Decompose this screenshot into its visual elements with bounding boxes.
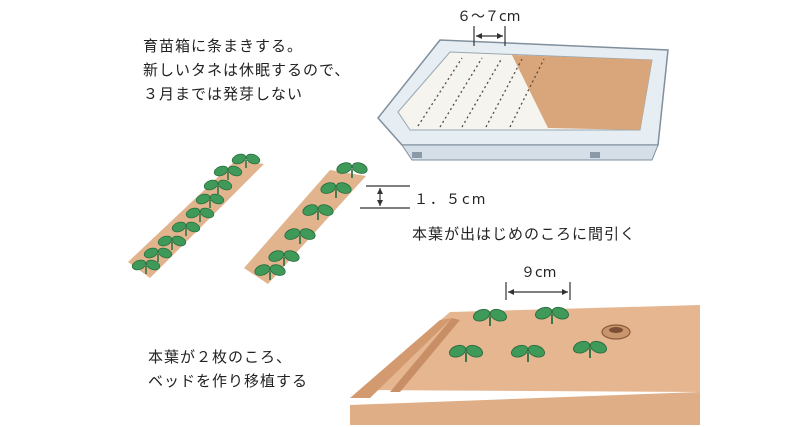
thinning-spacing-label: １．５cm	[414, 192, 488, 208]
seedling-icon	[157, 235, 187, 250]
bed-spacing-label: ９cm	[521, 265, 557, 281]
step2-caption: 本葉が出はじめのころに間引く	[412, 225, 637, 243]
step1-line-3: ３月までは発芽しない	[143, 85, 304, 103]
seedling-icon	[171, 221, 201, 236]
row-seedlings-right	[254, 162, 368, 280]
seedling-icon	[511, 344, 545, 362]
thinning-rows	[128, 160, 410, 284]
tray-spacing-label: ６～７cm	[457, 9, 521, 25]
step3-line-2: ベッドを作り移植する	[148, 372, 309, 390]
step3-caption: 本葉が２枚のころ、 ベッドを作り移植する	[148, 345, 308, 393]
seedling-icon	[573, 340, 607, 358]
seedling-icon	[336, 162, 368, 178]
row-seedlings-left	[131, 153, 261, 274]
seedling-icon	[449, 344, 483, 362]
seedling-icon	[213, 165, 243, 180]
seedling-icon	[284, 228, 316, 244]
seedling-tray	[377, 26, 669, 161]
seedling-icon	[473, 308, 507, 326]
seedling-icon	[302, 204, 334, 220]
step1-caption: 育苗箱に条まきする。 新しいタネは休眠するので、 ３月までは発芽しない	[143, 34, 350, 106]
step1-line-2: 新しいタネは休眠するので、	[143, 61, 351, 79]
seedling-icon	[254, 264, 286, 280]
seedling-icon	[268, 250, 300, 266]
seedling-icon	[131, 259, 161, 274]
seedling-icon	[195, 193, 225, 208]
step3-line-1: 本葉が２枚のころ、	[148, 348, 293, 366]
seedling-icon	[535, 306, 569, 324]
seedling-icon	[203, 179, 233, 194]
seedling-icon	[185, 207, 215, 222]
seedling-icon	[320, 182, 352, 198]
seedling-icon	[143, 247, 173, 262]
bed-seedlings	[449, 306, 607, 362]
seedling-icon	[231, 153, 261, 168]
step1-line-1: 育苗箱に条まきする。	[143, 37, 304, 55]
